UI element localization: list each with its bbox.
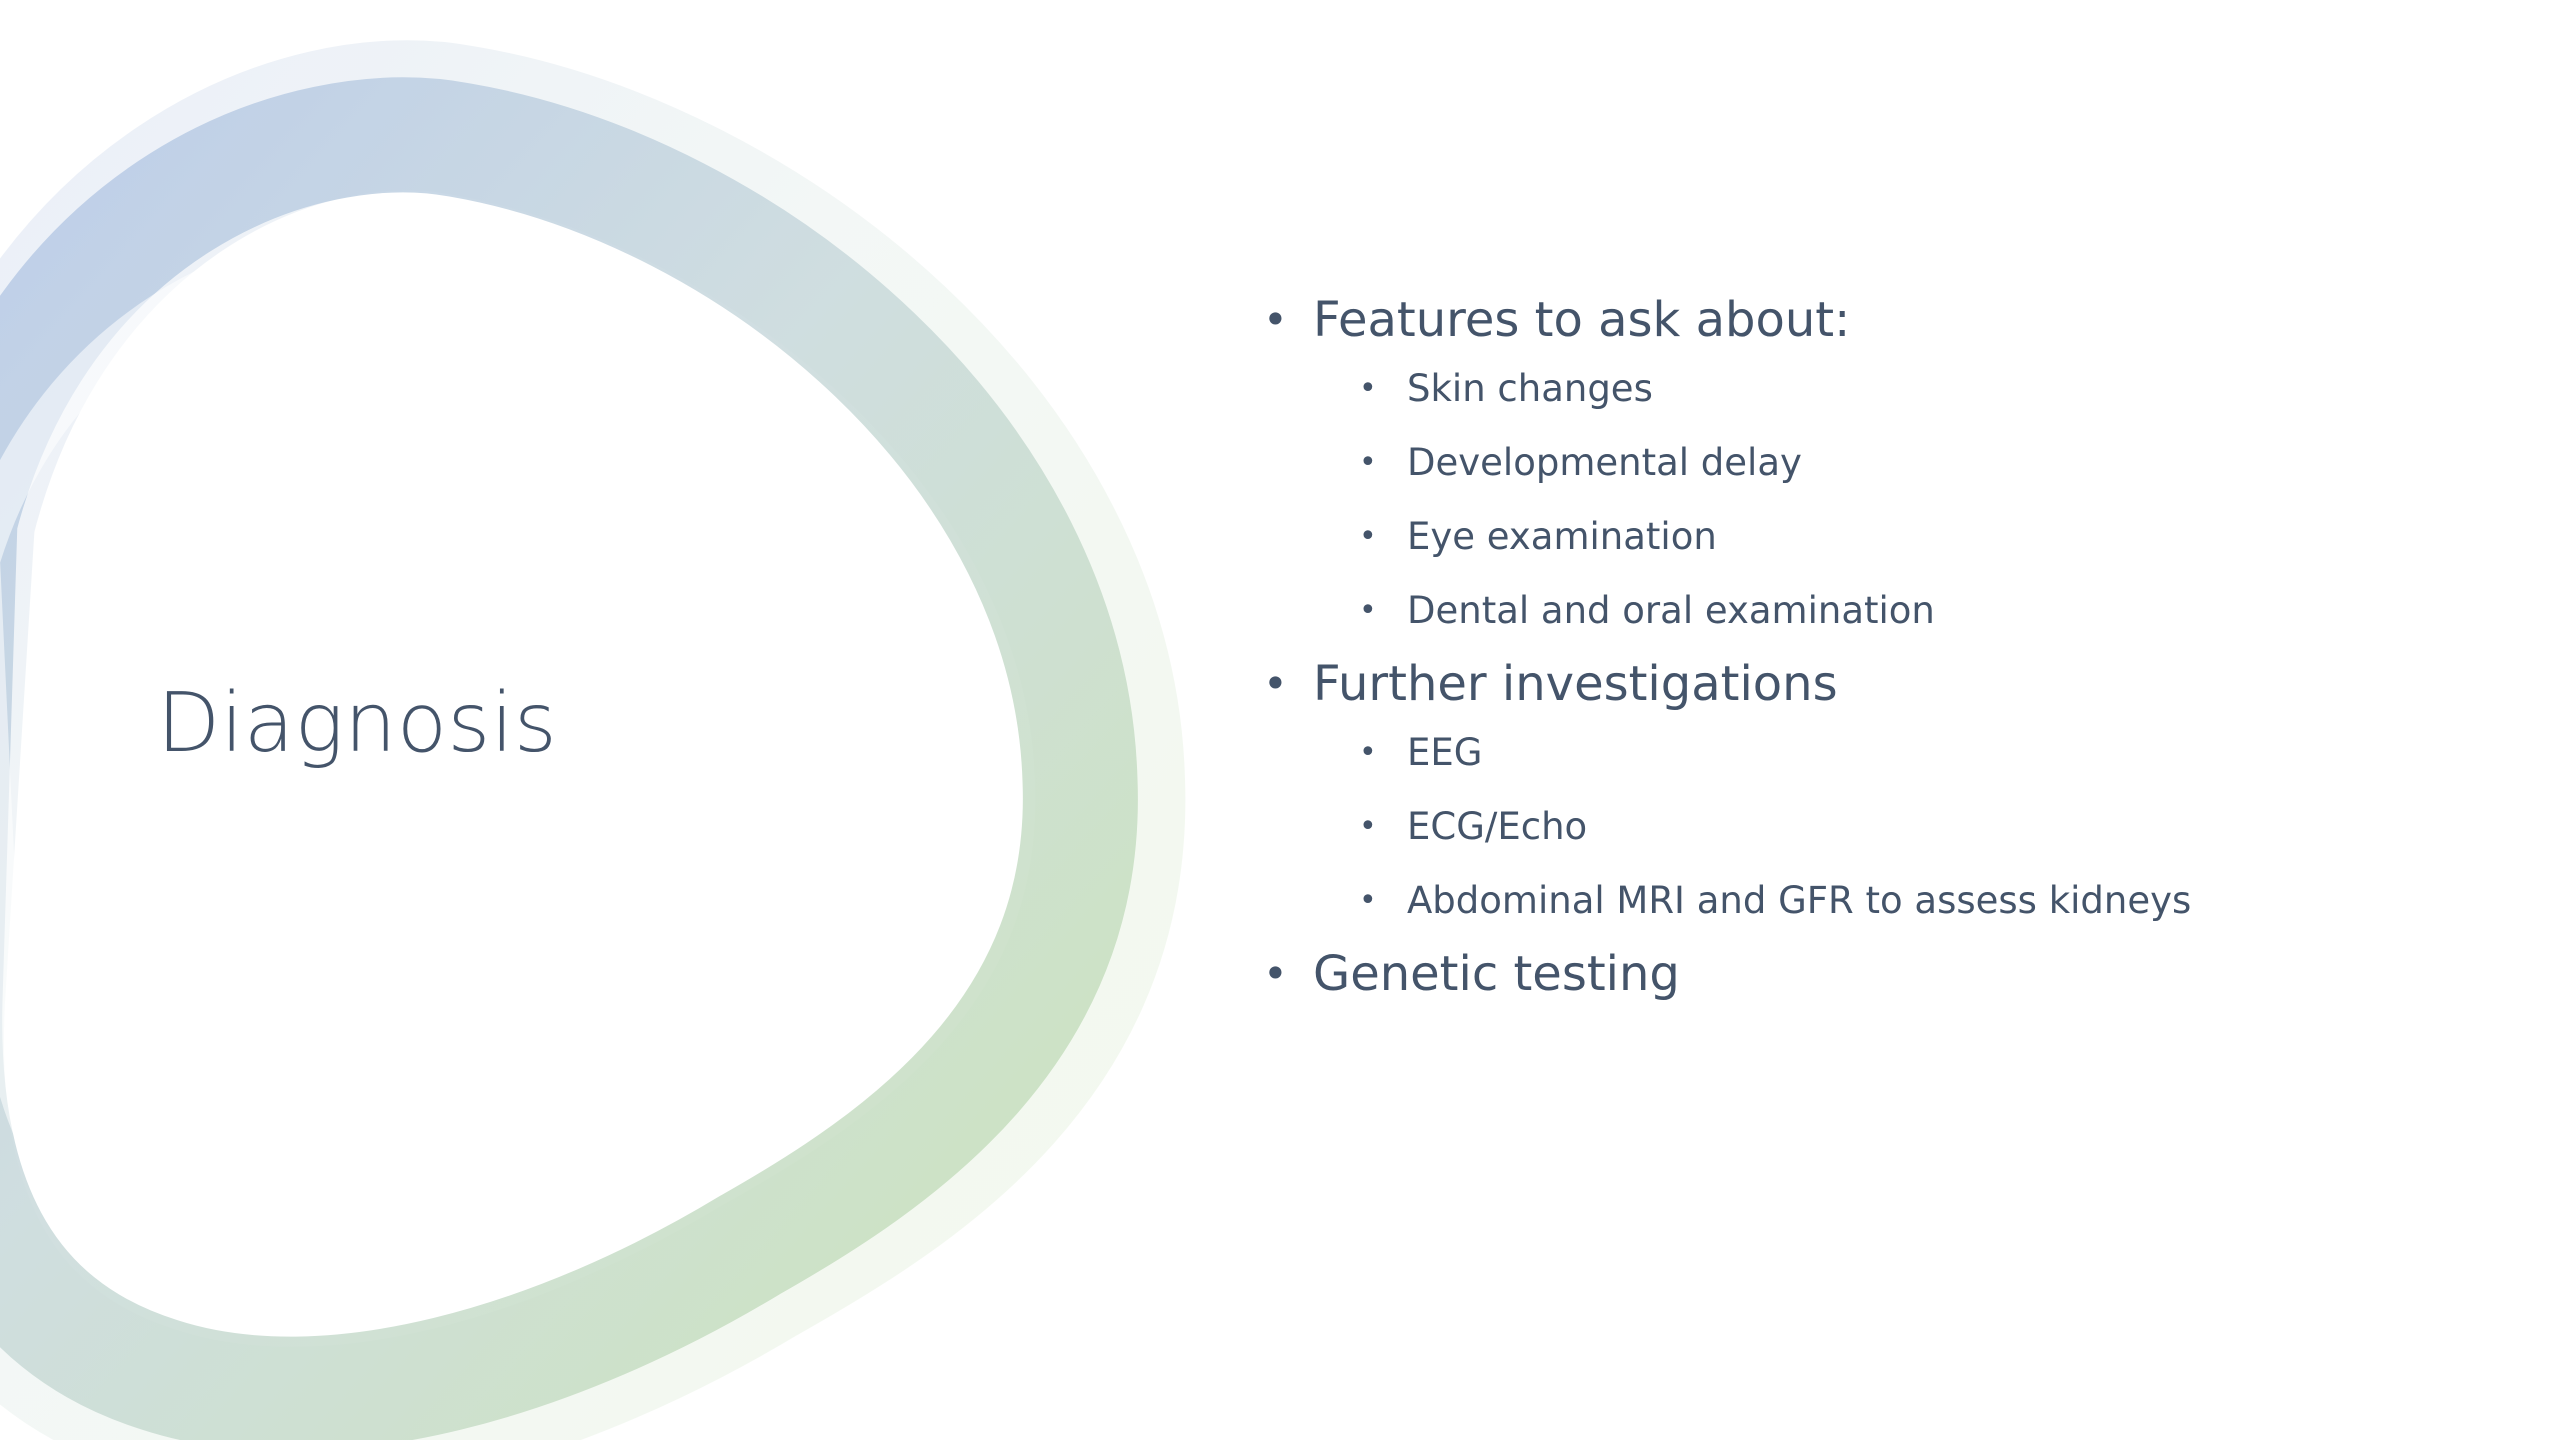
sub-bullet-text: ECG/Echo: [1407, 805, 1588, 848]
sub-bullet-text: EEG: [1407, 731, 1483, 774]
bullet-genetic-testing: • Genetic testing: [1255, 944, 2475, 1004]
bullet-text: Further investigations: [1313, 656, 1838, 712]
slide-title: Diagnosis: [157, 676, 558, 771]
ring-band: [0, 77, 1138, 1440]
sub-bullet-dot: •: [1359, 445, 1377, 480]
sub-bullet-eye-examination: • Eye examination: [1255, 512, 2475, 562]
sub-bullet-dot: •: [1359, 519, 1377, 554]
decorative-ring-graphic: [0, 40, 1186, 1440]
sub-bullet-text: Developmental delay: [1407, 441, 1802, 484]
bullet-dot: •: [1263, 949, 1288, 998]
bullet-text: Features to ask about:: [1313, 292, 1851, 348]
sub-bullet-abdominal-mri: • Abdominal MRI and GFR to assess kidney…: [1255, 876, 2475, 926]
sub-bullet-dot: •: [1359, 883, 1377, 918]
sub-bullet-ecg-echo: • ECG/Echo: [1255, 802, 2475, 852]
sub-bullet-skin-changes: • Skin changes: [1255, 364, 2475, 414]
bullet-dot: •: [1263, 295, 1288, 344]
sub-bullet-dental-oral: • Dental and oral examination: [1255, 586, 2475, 636]
sub-bullet-eeg: • EEG: [1255, 728, 2475, 778]
sub-bullet-text: Eye examination: [1407, 515, 1717, 558]
sub-bullet-dot: •: [1359, 593, 1377, 628]
bullet-further-investigations: • Further investigations: [1255, 654, 2475, 714]
sub-bullet-text: Dental and oral examination: [1407, 589, 1935, 632]
sub-bullet-text: Skin changes: [1407, 367, 1653, 410]
ring-inner-rim: [0, 224, 986, 1304]
sub-bullet-dot: •: [1359, 735, 1377, 770]
bullet-dot: •: [1263, 659, 1288, 708]
bullet-text: Genetic testing: [1313, 946, 1680, 1002]
sub-bullet-text: Abdominal MRI and GFR to assess kidneys: [1407, 879, 2192, 922]
sub-bullet-developmental-delay: • Developmental delay: [1255, 438, 2475, 488]
sub-bullet-dot: •: [1359, 371, 1377, 406]
bullet-list: • Features to ask about: • Skin changes …: [1255, 290, 2475, 1018]
bullet-features: • Features to ask about:: [1255, 290, 2475, 350]
sub-bullet-dot: •: [1359, 809, 1377, 844]
